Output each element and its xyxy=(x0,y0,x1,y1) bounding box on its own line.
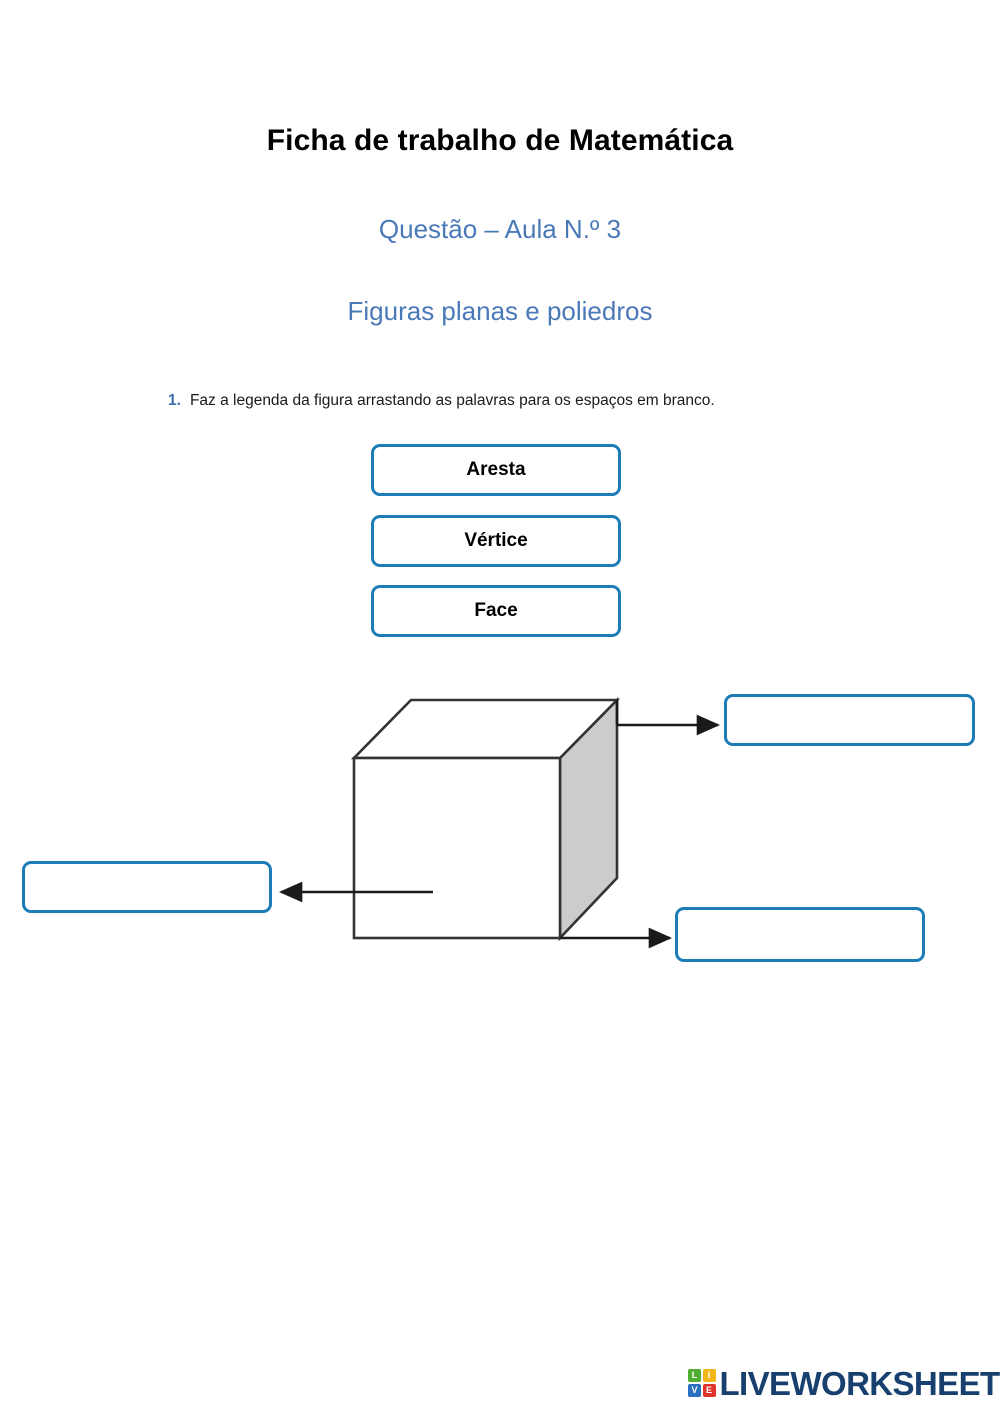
logo-cell-i: I xyxy=(702,1369,716,1383)
instruction-text: Faz a legenda da figura arrastando as pa… xyxy=(189,392,715,409)
topic-subtitle: Figuras planas e poliedros xyxy=(347,296,653,326)
logo-cell-e: E xyxy=(702,1383,716,1397)
word-chip-face[interactable]: Face xyxy=(371,585,621,637)
cube-right-face xyxy=(558,696,619,942)
word-chip-vertice[interactable]: Vértice xyxy=(371,515,621,567)
logo-cell-l: L xyxy=(688,1369,701,1383)
liveworksheets-logo: L I V E LIVEWORKSHEETS xyxy=(688,1362,1000,1404)
dropzone-face[interactable] xyxy=(22,861,272,913)
lesson-subtitle: Questão – Aula N.º 3 xyxy=(378,214,622,244)
exercise-number: 1. xyxy=(168,392,181,409)
dropzone-edge[interactable] xyxy=(675,907,925,962)
dropzone-vertex[interactable] xyxy=(724,694,975,746)
page-title: Ficha de trabalho de Matemática xyxy=(266,124,734,157)
cube-top-face xyxy=(350,698,621,760)
logo-cell-v: V xyxy=(688,1383,701,1397)
logo-wordmark: LIVEWORKSHEETS xyxy=(719,1364,1000,1402)
logo-grid-icon: L I V E xyxy=(688,1369,716,1397)
cube-front-face xyxy=(352,756,562,940)
exercise-instruction: 1. Faz a legenda da figura arrastando as … xyxy=(168,392,908,410)
word-chip-aresta[interactable]: Aresta xyxy=(371,444,621,496)
